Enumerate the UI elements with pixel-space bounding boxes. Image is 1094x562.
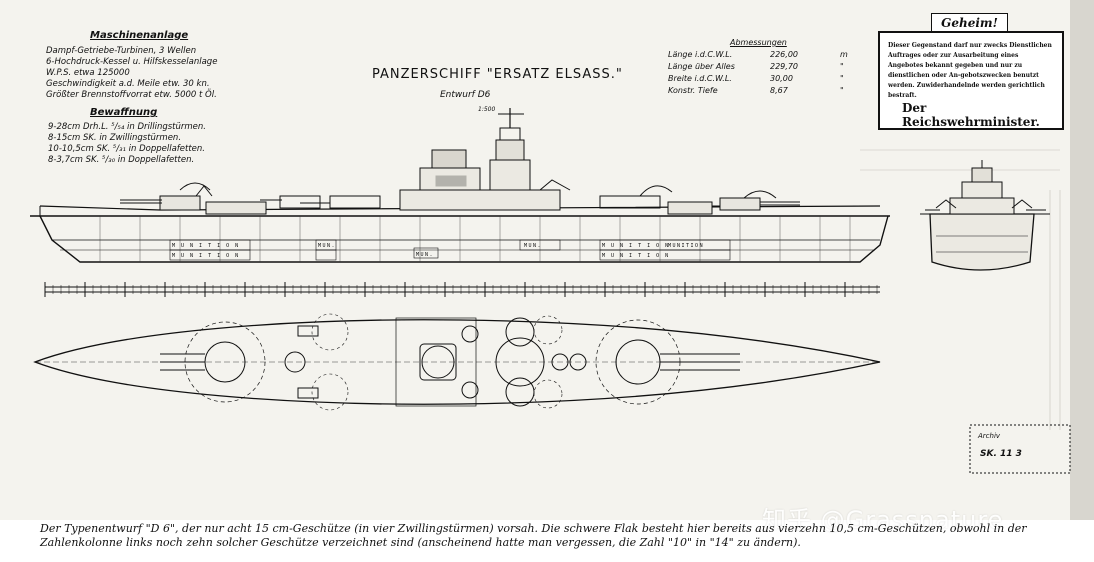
figure-caption: Der Typenentwurf "D 6", der nur acht 15 …: [40, 522, 1027, 549]
magazine-label-fwd-3: MUNITION: [668, 243, 704, 249]
armament-heading: Bewaffnung: [90, 107, 158, 118]
archive-stamp-border: [969, 424, 1071, 474]
magazine-compartments: [169, 239, 731, 261]
secrecy-text: Dieser Gegenstand darf nur zwecks Dienst…: [888, 42, 1052, 99]
magazine-label-fwd-2: M U N I T I O N: [602, 253, 670, 259]
design-subtitle: Entwurf D6: [440, 90, 491, 100]
drawing-title: PANZERSCHIFF "ERSATZ ELSASS.": [372, 67, 623, 82]
hull-outline: [39, 215, 889, 263]
secrecy-signature: Der Reichswehrminister.: [902, 101, 1040, 129]
plan-view: [33, 313, 881, 411]
side-elevation: M U N I T I O N M U N I T I O N MUN. MUN…: [30, 108, 890, 263]
aft-main-turret: [120, 185, 213, 211]
aft-superfiring-turret: [179, 182, 267, 215]
secret-tag: Geheim!: [931, 13, 1008, 33]
scale-label: 1:500: [478, 106, 496, 113]
forward-secondary-guns: [599, 185, 740, 215]
dimension-unit: ": [840, 62, 844, 71]
archive-stamp: Archiv SK. 11 3: [970, 425, 1070, 473]
magazine-label-fwd-0: MUN.: [524, 243, 542, 249]
dimension-label: Länge i.d.C.W.L.: [668, 50, 733, 59]
superstructure: [399, 108, 571, 211]
magazine-label-fwd-1: M U N I T I O N: [602, 243, 670, 249]
aft-secondary-guns: [260, 195, 381, 209]
machinery-line-2: 6-Hochdruck-Kessel u. Hilfskesselanlage: [46, 57, 218, 67]
dimension-label: Breite i.d.C.W.L.: [668, 74, 732, 83]
dimensions-heading: Abmessungen: [730, 38, 787, 47]
secrecy-notice: Dieser Gegenstand darf nur zwecks Dienst…: [878, 31, 1064, 130]
dimension-unit: ": [840, 74, 844, 83]
plan-fwd-turret: [595, 319, 740, 405]
dimension-value: 226,00: [770, 50, 798, 59]
dimension-label: Länge über Alles: [668, 62, 735, 71]
dimension-value: 229,70: [770, 62, 798, 71]
dimension-value: 30,00: [770, 74, 793, 83]
dimension-label: Konstr. Tiefe: [668, 86, 718, 95]
end-elevation: [920, 160, 1050, 271]
armament-line-2: 8-15cm SK. in Zwillingstürmen.: [48, 133, 182, 143]
plan-aft-turret: [160, 321, 266, 403]
archive-number: SK. 11 3: [980, 449, 1022, 459]
magazine-label-mid-1: MUN.: [318, 243, 336, 249]
plan-aft-secondary: [284, 313, 349, 411]
plan-fwd-secondary: [533, 315, 563, 409]
machinery-heading: Maschinenanlage: [90, 30, 189, 41]
machinery-line-3: W.P.S. etwa 125000: [46, 68, 130, 78]
forward-main-turret: [719, 190, 800, 211]
dimension-value: 8,67: [770, 86, 788, 95]
background-smudge: [860, 149, 1061, 430]
frame-ruler: [44, 282, 880, 297]
dimension-unit: ": [840, 86, 844, 95]
page-edge: [1070, 0, 1094, 520]
archive-label: Archiv: [978, 432, 1001, 440]
plan-superstructure: [395, 317, 587, 407]
ship-drawing: M U N I T I O N M U N I T I O N MUN. MUN…: [30, 0, 1094, 520]
armament-line-4: 8-3,7cm SK. ⁵/₃₀ in Doppellafetten.: [48, 155, 195, 165]
magazine-label-aft-1: M U N I T I O N: [172, 243, 240, 249]
armament-line-1: 9-28cm Drh.L. ⁵/₅₄ in Drillingstürmen.: [48, 122, 206, 132]
magazine-label-aft-2: M U N I T I O N: [172, 253, 240, 259]
hull-plan-outline: [33, 319, 881, 405]
watermark: 知乎 @Grassnature: [762, 506, 1004, 534]
machinery-line-5: Größter Brennstoffvorrat etw. 5000 t Öl.: [46, 90, 217, 100]
machinery-line-4: Geschwindigkeit a.d. Meile etw. 30 kn.: [46, 79, 210, 89]
dimension-unit: m: [840, 50, 848, 59]
dimensions-block: Abmessungen Länge i.d.C.W.L. 226,00 m Lä…: [668, 38, 858, 98]
armament-line-3: 10-10,5cm SK. ⁵/₃₁ in Doppellafetten.: [48, 144, 205, 154]
magazine-label-mid-2: MUN.: [416, 252, 434, 258]
machinery-line-1: Dampf-Getriebe-Turbinen, 3 Wellen: [46, 46, 197, 56]
